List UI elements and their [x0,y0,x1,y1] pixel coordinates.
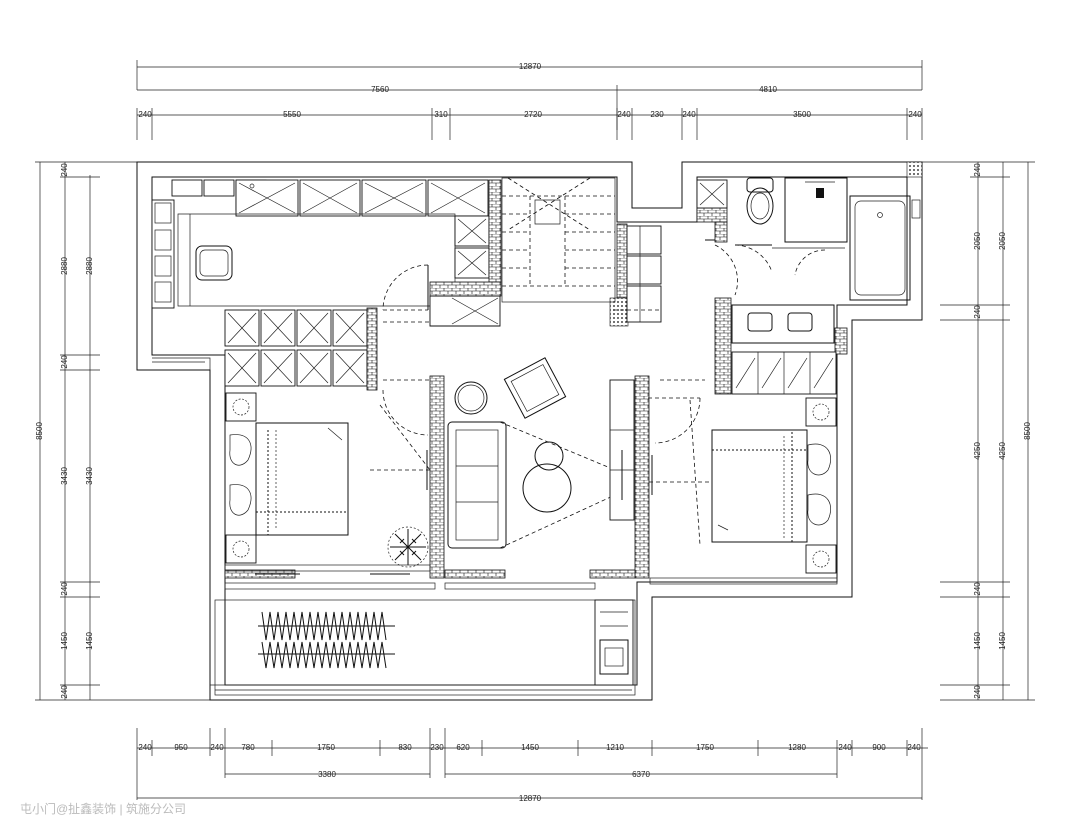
dim-bottom-seg-11: 1750 [696,743,714,752]
bathtub-icon [849,195,921,301]
dim-bottom-seg-9: 1450 [521,743,539,752]
dim-left-outer-3: 240 [60,355,69,369]
dim-bottom-seg-8: 620 [456,743,470,752]
dim-left-outer-6: 1450 [60,632,69,650]
living-area [370,357,712,568]
dim-left-inner-1: 2880 [85,257,94,275]
dim-bottom-seg-2: 950 [174,743,188,752]
toilet-icon [746,177,774,225]
dim-right-outer-7: 240 [973,685,982,699]
dim-bottom-seg-6: 830 [398,743,412,752]
dim-left-outer-1: 240 [60,163,69,177]
dim-top-seg-7: 240 [682,110,696,119]
bottom-dimensions: 240 950 240 780 1750 830 230 620 1450 12… [136,728,928,803]
plant-icon [387,526,429,568]
dim-top-seg-6: 230 [650,110,664,119]
dim-bottom-seg-13: 240 [838,743,852,752]
dim-bottom-seg-15: 240 [907,743,921,752]
dim-right-outer-2: 2050 [973,232,982,250]
dim-left-outer-5: 240 [60,582,69,596]
dim-bottom-seg-10: 1210 [606,743,624,752]
dim-top-seg-1: 240 [138,110,152,119]
dim-top-seg-5: 240 [617,110,631,119]
dim-bottom-seg-5: 1750 [317,743,335,752]
dim-bottom-seg-3: 240 [210,743,224,752]
dim-right-outer-6: 1450 [973,632,982,650]
dim-top-mid-2: 4810 [759,85,777,94]
dim-top-mid-1: 7560 [371,85,389,94]
dim-right-outer-4: 4250 [973,442,982,460]
right-bedroom [649,351,838,585]
dim-right-total: 8500 [1023,422,1032,440]
dim-bottom-seg-7: 230 [430,743,444,752]
door-swings [382,239,826,444]
left-bedroom [224,392,431,575]
dim-bottom-seg-12: 1280 [788,743,806,752]
dim-right-outer-1: 240 [973,163,982,177]
dim-bottom-seg-1: 240 [138,743,152,752]
dim-right-inner-1: 2050 [998,232,1007,250]
dim-top-seg-4: 2720 [524,110,542,119]
dim-left-outer-4: 3430 [60,467,69,485]
left-dimensions: 8500 240 2880 240 3430 240 1450 240 2880… [35,161,210,701]
dim-top-seg-3: 310 [434,110,448,119]
dim-bottom-seg-4: 780 [241,743,255,752]
dim-left-outer-7: 240 [60,685,69,699]
dim-right-outer-3: 240 [973,305,982,319]
dim-left-outer-2: 2880 [60,257,69,275]
study-room [151,179,490,387]
top-dimensions: 12870 7560 4810 240 5550 310 2720 240 23… [136,60,923,140]
watermark: 屯小门@扯鑫装饰 | 筑施分公司 [20,802,186,816]
laundry-rack-icon [258,611,395,669]
dim-right-outer-5: 240 [973,582,982,596]
dim-right-inner-3: 1450 [998,632,1007,650]
dim-top-seg-8: 3500 [793,110,811,119]
bathroom [696,177,921,344]
dim-top-seg-9: 240 [908,110,922,119]
exterior-walls [136,161,923,701]
balcony [210,582,637,696]
right-dimensions: 240 2050 240 4250 240 1450 240 2050 4250… [915,161,1035,701]
dim-left-total: 8500 [35,422,44,440]
dim-top-total: 12870 [519,62,542,71]
dim-bottom-total: 12870 [519,794,542,803]
dim-bottom-mid-2: 6370 [632,770,650,779]
dim-left-inner-2: 3430 [85,467,94,485]
dim-left-inner-3: 1450 [85,632,94,650]
dim-top-seg-2: 5550 [283,110,301,119]
dim-right-inner-2: 4250 [998,442,1007,460]
staircase [429,177,662,327]
dim-bottom-mid-1: 3380 [318,770,336,779]
dim-bottom-seg-14: 900 [872,743,886,752]
